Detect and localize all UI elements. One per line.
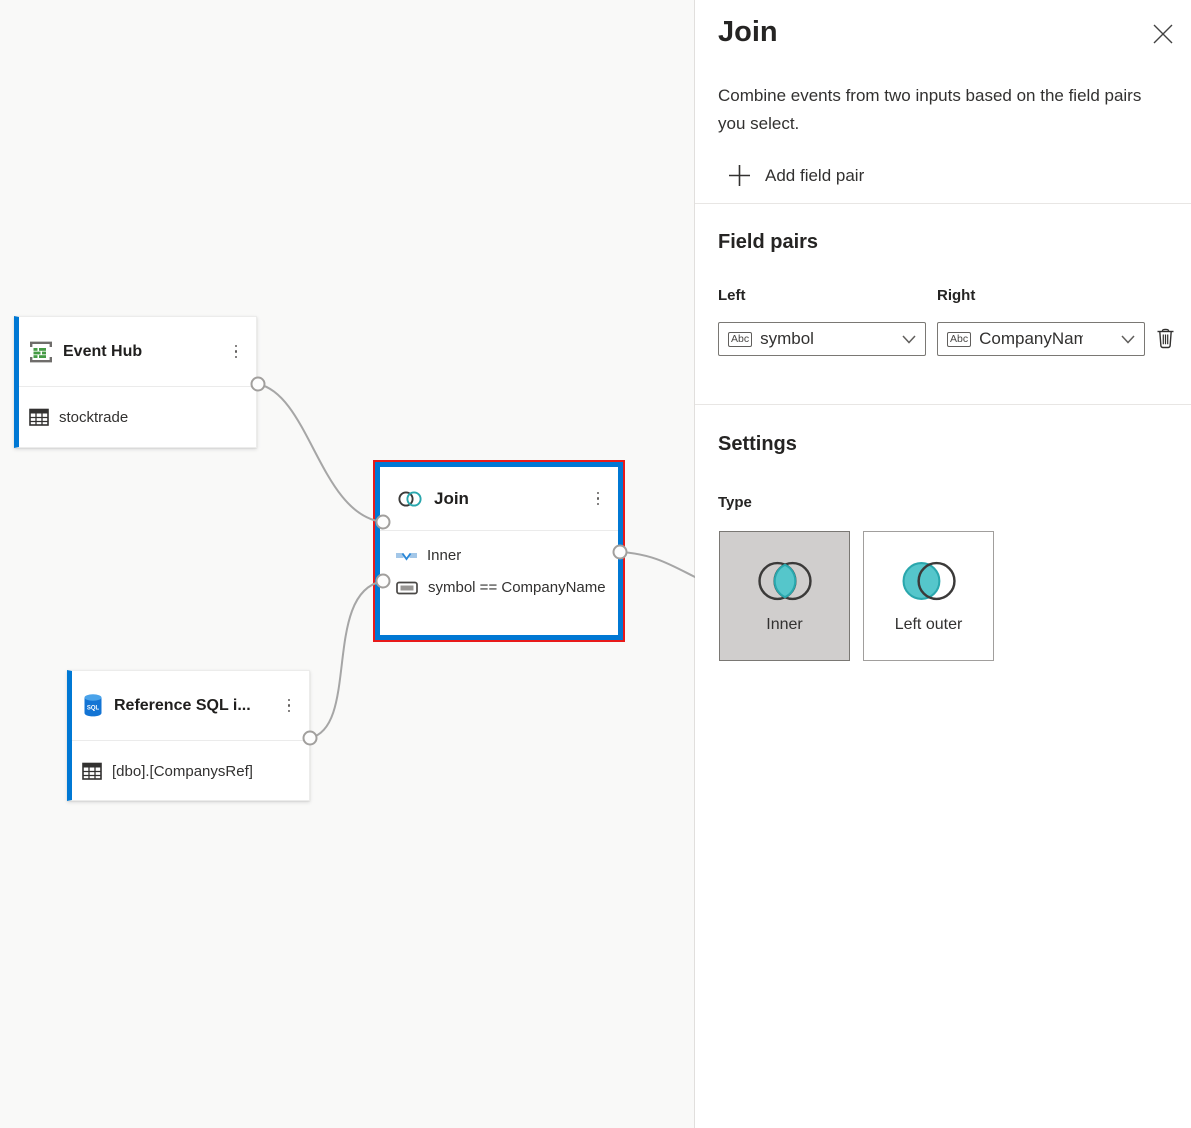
add-field-pair-label: Add field pair [765,165,865,185]
port-refsql-output[interactable] [302,730,318,746]
join-condition-row: symbol == CompanyName [396,579,618,596]
right-field-value: CompanyName [979,329,1084,348]
left-outer-join-icon [902,561,956,601]
divider [695,203,1191,204]
port-join-input-left[interactable] [375,514,391,530]
node-join-body: Inner symbol == CompanyName [380,531,618,596]
edge-eventhub-to-join [257,383,384,523]
left-field-value: symbol [760,329,814,348]
right-column-label: Right [937,287,976,304]
node-table-name: [dbo].[CompanysRef] [112,762,253,780]
event-hub-icon [30,341,52,362]
join-type-row: Inner [396,547,618,564]
node-menu-button[interactable] [228,344,244,359]
field-pairs-heading: Field pairs [718,231,819,253]
join-settings-panel: Join Combine events from two inputs base… [695,0,1191,1128]
node-reference-sql-header: SQL Reference SQL i... [72,671,309,741]
node-title: Join [434,488,469,508]
node-event-hub-header: Event Hub [19,317,256,387]
table-icon [82,762,102,780]
left-column-label: Left [718,287,746,304]
trash-icon [1157,328,1173,349]
join-type-value: Inner [427,547,462,564]
field-type-badge: Abc [947,331,972,347]
join-type-option-label: Left outer [894,616,963,633]
close-icon [1153,24,1173,43]
join-type-option-inner[interactable]: Inner [719,531,850,661]
node-reference-sql[interactable]: SQL Reference SQL i... [dbo].[CompanysRe… [67,670,310,801]
connector-wires [250,376,695,746]
plus-icon [729,165,750,186]
join-condition-value: symbol == CompanyName [428,579,606,596]
table-icon [29,408,49,426]
join-type-option-label: Inner [766,616,803,633]
join-icon [398,490,422,507]
node-menu-button[interactable] [281,698,297,713]
left-field-dropdown[interactable]: Abc symbol [718,322,926,356]
diagram-canvas[interactable]: Event Hub stocktrade SQL Reference SQL i… [0,0,695,1128]
close-panel-button[interactable] [1149,21,1177,49]
join-type-option-left-outer[interactable]: Left outer [863,531,994,661]
sql-database-icon: SQL [84,694,102,717]
node-join-header: Join [380,467,618,531]
port-eventhub-output[interactable] [250,376,266,392]
edge-refsql-to-join [309,580,384,739]
panel-title: Join [718,16,778,48]
add-field-pair-button[interactable]: Add field pair [728,164,864,187]
field-pair-icon [396,581,418,594]
settings-heading: Settings [718,433,797,455]
node-title: Event Hub [63,342,143,360]
node-menu-button[interactable] [590,491,606,506]
field-type-badge: Abc [728,331,753,347]
node-join-selected[interactable]: Join Inner symbol == [373,460,625,642]
node-table-name: stocktrade [59,408,129,426]
node-event-hub[interactable]: Event Hub stocktrade [14,316,257,448]
port-join-output[interactable] [612,544,628,560]
inner-join-icon [757,561,812,601]
right-field-dropdown[interactable]: Abc CompanyName [937,322,1145,356]
node-reference-sql-body: [dbo].[CompanysRef] [72,741,309,801]
chevron-down-icon [1121,334,1135,344]
chevron-down-icon [902,334,916,344]
panel-description: Combine events from two inputs based on … [718,86,1142,133]
type-label: Type [718,494,752,511]
delete-field-pair-button[interactable] [1153,326,1177,352]
join-type-icon [396,552,417,561]
svg-text:SQL: SQL [87,706,100,712]
node-event-hub-body: stocktrade [19,387,256,447]
node-title: Reference SQL i... [114,696,251,714]
divider [695,404,1191,405]
edge-join-output [619,551,695,579]
port-join-input-right[interactable] [375,573,391,589]
